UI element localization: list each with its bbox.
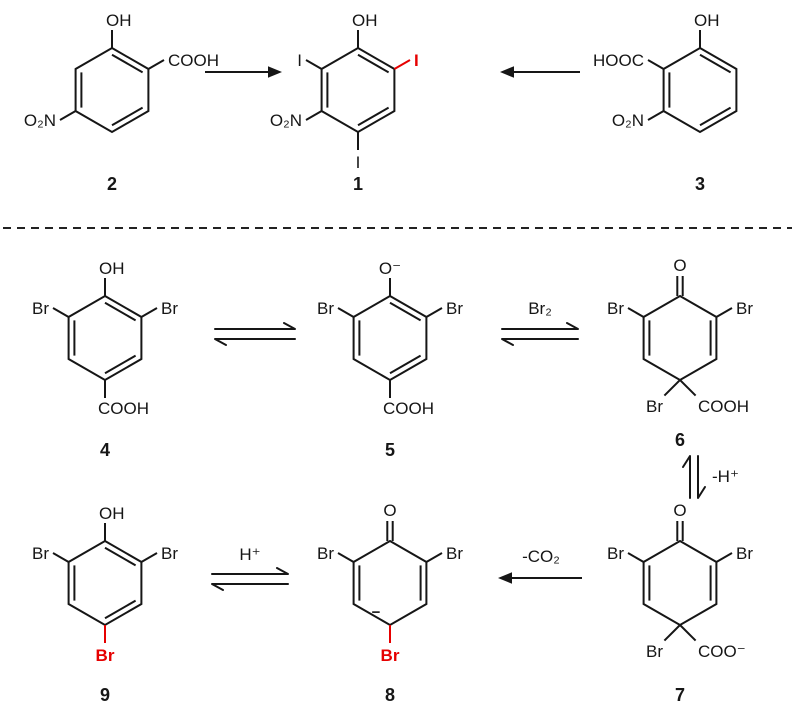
- bromo-right-label: Br: [446, 544, 463, 563]
- bromo-left-label: Br: [607, 544, 624, 563]
- compound-2-ring: [59, 30, 165, 134]
- bromo-right-label: Br: [736, 544, 753, 563]
- arrow-2-to-1: [205, 66, 282, 78]
- compound-6-ring: [627, 276, 733, 397]
- equilibrium-4-5: [214, 322, 296, 346]
- carboxyl-label: COOH: [168, 51, 219, 70]
- reagent-br2-label: Br₂: [528, 299, 552, 318]
- minus-h-label: -H⁺: [712, 467, 739, 486]
- compound-number: 6: [675, 430, 685, 450]
- compound-7-ring: [627, 521, 733, 642]
- equilibrium-up-harpoon: [682, 455, 691, 499]
- compound-9: OH Br Br Br 9: [32, 504, 178, 705]
- carboxyl-label: COOH: [383, 399, 434, 418]
- compound-8-ring: [337, 521, 443, 643]
- bromo-bottom-label: Br: [646, 397, 663, 416]
- nitro-label: O₂N: [612, 111, 644, 130]
- carbonyl-oxygen-label: O: [673, 501, 686, 520]
- compound-5-ring: [337, 278, 443, 398]
- compound-number: 3: [695, 174, 705, 194]
- carboxyl-label: HOOC: [593, 51, 644, 70]
- carbonyl-oxygen-label: O: [383, 501, 396, 520]
- compound-4-ring: [52, 278, 158, 398]
- compound-1: OH I I O₂N I 1: [270, 11, 419, 194]
- hydroxyl-label: OH: [352, 11, 378, 30]
- equilibrium-down-harpoon: [697, 455, 706, 499]
- carboxyl-label: COOH: [98, 399, 149, 418]
- bromo-left-label: Br: [607, 299, 624, 318]
- compound-9-ring: [52, 523, 158, 643]
- equilibrium-top-harpoon: [214, 322, 296, 330]
- equilibrium-6-7: -H⁺: [682, 455, 739, 499]
- compound-6: O Br Br Br COOH 6: [607, 256, 753, 450]
- arrow-head-icon: [498, 572, 512, 584]
- carbonyl-oxygen-label: O: [673, 256, 686, 275]
- compound-4: OH Br Br COOH 4: [32, 259, 178, 460]
- bromo-left-label: Br: [32, 299, 49, 318]
- iodo-right-red-label: I: [414, 51, 419, 70]
- bromo-left-label: Br: [317, 544, 334, 563]
- bromo-bottom-red-label: Br: [381, 646, 400, 665]
- iodo-bottom-label: I: [356, 153, 361, 172]
- hydroxyl-label: OH: [106, 11, 132, 30]
- compound-1-ring: [305, 30, 411, 150]
- bromo-bottom-label: Br: [646, 642, 663, 661]
- arrow-7-to-8: -CO₂: [498, 547, 582, 584]
- arrow-head-icon: [500, 66, 514, 78]
- equilibrium-bottom-harpoon: [211, 583, 289, 591]
- arrow-3-to-1: [500, 66, 580, 78]
- equilibrium-bottom-harpoon: [501, 338, 579, 346]
- carboxylate-label: COO⁻: [698, 642, 746, 661]
- hydroxyl-label: OH: [99, 259, 125, 278]
- carbanion-charge-label: −: [372, 604, 381, 621]
- compound-5: O⁻ Br Br COOH 5: [317, 259, 463, 460]
- iodo-left-label: I: [297, 51, 302, 70]
- h-plus-label: H⁺: [239, 545, 260, 564]
- compound-8: O Br Br − Br 8: [317, 501, 463, 705]
- bromo-right-label: Br: [446, 299, 463, 318]
- compound-number: 2: [107, 174, 117, 194]
- bromo-right-label: Br: [161, 299, 178, 318]
- bromo-left-label: Br: [32, 544, 49, 563]
- arrow-head-icon: [268, 66, 282, 78]
- hydroxyl-label: OH: [694, 11, 720, 30]
- hydroxyl-label: OH: [99, 504, 125, 523]
- nitro-label: O₂N: [270, 111, 302, 130]
- compound-number: 1: [353, 174, 363, 194]
- compound-number: 4: [100, 440, 110, 460]
- compound-7: O Br Br Br COO⁻ 7: [607, 501, 753, 705]
- compound-2: OH COOH O₂N 2: [24, 11, 219, 194]
- phenolate-label: O⁻: [379, 259, 401, 278]
- compound-3: OH HOOC O₂N 3: [593, 11, 738, 194]
- compound-number: 9: [100, 685, 110, 705]
- bromo-left-label: Br: [317, 299, 334, 318]
- carboxyl-label: COOH: [698, 397, 749, 416]
- nitro-label: O₂N: [24, 111, 56, 130]
- equilibrium-9-8: H⁺: [211, 545, 289, 591]
- compound-number: 8: [385, 685, 395, 705]
- bromo-right-label: Br: [736, 299, 753, 318]
- equilibrium-top-harpoon: [211, 567, 289, 575]
- equilibrium-top-harpoon: [501, 322, 579, 330]
- bromo-right-label: Br: [161, 544, 178, 563]
- minus-co2-label: -CO₂: [522, 547, 560, 566]
- compound-3-ring: [647, 30, 738, 134]
- compound-number: 5: [385, 440, 395, 460]
- bromo-bottom-red-label: Br: [96, 646, 115, 665]
- equilibrium-bottom-harpoon: [214, 338, 296, 346]
- equilibrium-5-6: Br₂: [501, 299, 579, 346]
- compound-number: 7: [675, 685, 685, 705]
